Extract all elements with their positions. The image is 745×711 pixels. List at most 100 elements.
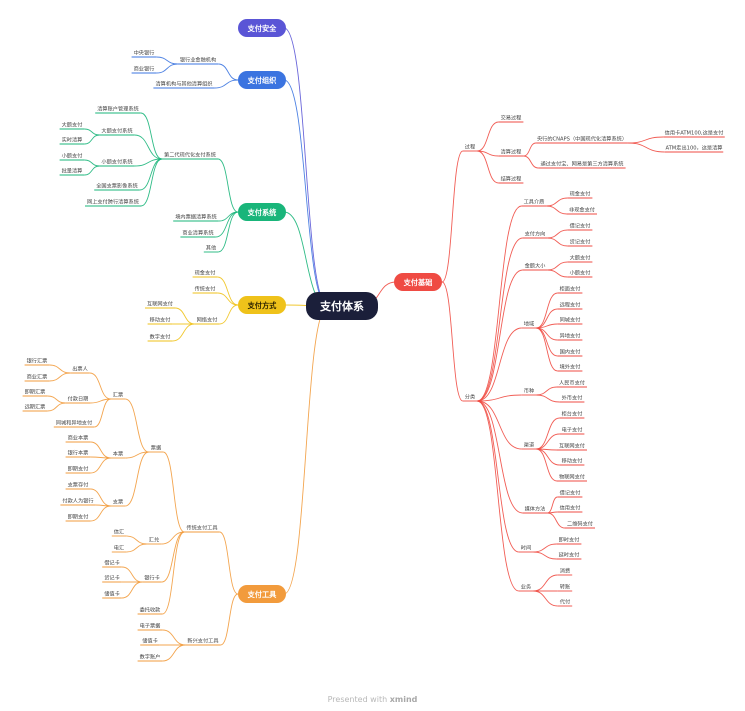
branch-system-1-2-1[interactable]: 大额支付 (59, 120, 85, 130)
branch-basic-2-6[interactable]: 渠道 (521, 440, 537, 450)
branch-tools-2-3[interactable]: 数字账户 (137, 652, 163, 662)
branch-tools-1-1-2-3[interactable]: 即期支付 (65, 464, 91, 474)
branch-basic-2-3-1[interactable]: 大额支付 (567, 253, 593, 263)
branch-basic-2-4-3[interactable]: 同城支付 (557, 315, 583, 325)
branch-tools-1-3[interactable]: 银行卡 (142, 573, 162, 583)
branch-basic-2-8-2[interactable]: 延时支付 (556, 550, 582, 560)
branch-tools-1-2-1[interactable]: 信汇 (111, 527, 127, 537)
branch-basic-2-4-6[interactable]: 境外支付 (557, 362, 583, 372)
branch-basic-2-9-1[interactable]: 消费 (557, 566, 573, 576)
branch-basic-2-1[interactable]: 工具介质 (521, 197, 547, 207)
branch-basic-2-4-2[interactable]: 远程支付 (557, 300, 583, 310)
branch-basic-2[interactable]: 分类 (462, 392, 478, 402)
branch-basic-2-6-5[interactable]: 物联网支付 (557, 472, 587, 482)
branch-tools-1-2-2[interactable]: 电汇 (111, 543, 127, 553)
branch-basic-2-9[interactable]: 业务 (518, 582, 534, 592)
branch-org-1[interactable]: 银行业金融机构 (177, 55, 219, 65)
branch-tools-1-3-3[interactable]: 储值卡 (102, 589, 122, 599)
branch-basic-2-7-1[interactable]: 借记支付 (557, 488, 583, 498)
branch-tools-1-1[interactable]: 票据 (148, 443, 164, 453)
branch-method-3[interactable]: 网络支付 (194, 315, 220, 325)
branch-org-1-2[interactable]: 商业银行 (131, 64, 157, 74)
branch-tools-1-1-1[interactable]: 汇票 (110, 390, 126, 400)
branch-tools-1-1-2-2[interactable]: 银行本票 (65, 448, 91, 458)
branch-basic-2-8-1[interactable]: 即时支付 (556, 535, 582, 545)
branch-basic-2-3[interactable]: 金额大小 (522, 261, 548, 271)
branch-tools-1[interactable]: 传统支付工具 (184, 523, 220, 533)
branch-basic-2-5-2[interactable]: 外币支付 (559, 393, 585, 403)
branch-basic-2-9-2[interactable]: 转账 (557, 582, 573, 592)
branch-system-1-2-2[interactable]: 实时清算 (59, 135, 85, 145)
branch-basic-1-2[interactable]: 清算过程 (498, 147, 524, 157)
branch-basic-2-3-2[interactable]: 小额支付 (567, 268, 593, 278)
branch-tools-2-2[interactable]: 储值卡 (140, 636, 160, 646)
branch-basic-2-6-4[interactable]: 移动支付 (559, 456, 585, 466)
branch-system-3[interactable]: 商业清算系统 (180, 228, 216, 238)
branch-basic-1[interactable]: 过程 (462, 142, 478, 152)
branch-basic-2-4-1[interactable]: 柜面支付 (557, 284, 583, 294)
branch-basic-2-4-4[interactable]: 异地支付 (557, 331, 583, 341)
branch-tools-2-1[interactable]: 电子票据 (137, 621, 163, 631)
branch-tools-1-1-2-1[interactable]: 商业本票 (65, 433, 91, 443)
branch-system-1-5[interactable]: 网上支付跨行清算系统 (85, 197, 141, 207)
branch-method-1[interactable]: 现金支付 (192, 268, 218, 278)
branch-tools-1-1-1-3[interactable]: 同城和异地支付 (53, 418, 95, 428)
branch-tools-1-4[interactable]: 委托收款 (137, 605, 163, 615)
branch-safety-node[interactable]: 支付安全 (238, 19, 286, 37)
branch-basic-2-4[interactable]: 地域 (521, 319, 537, 329)
branch-system-4[interactable]: 其他 (203, 243, 219, 253)
branch-tools-1-1-1-2[interactable]: 付款日期 (65, 394, 91, 404)
branch-system-1-3-1[interactable]: 小额支付 (59, 151, 85, 161)
branch-tools-1-1-3-2[interactable]: 付款人为银行 (60, 496, 96, 506)
branch-basic-2-5[interactable]: 币种 (521, 386, 537, 396)
branch-org-1-1[interactable]: 中央银行 (131, 48, 157, 58)
branch-basic-1-2-2[interactable]: 通过支付宝、网易是第三方清算系统 (538, 159, 626, 169)
branch-system-1-2[interactable]: 大额支付系统 (99, 126, 135, 136)
branch-method-node[interactable]: 支付方式 (238, 296, 286, 314)
branch-basic-2-9-3[interactable]: 代付 (557, 597, 573, 607)
branch-basic-2-7-2[interactable]: 信用支付 (557, 503, 583, 513)
branch-tools-2[interactable]: 新兴支付工具 (185, 636, 221, 646)
branch-basic-2-1-1[interactable]: 现金支付 (567, 189, 593, 199)
branch-system-1-3-2[interactable]: 批量清算 (59, 166, 85, 176)
branch-tools-1-2[interactable]: 汇兑 (146, 535, 162, 545)
branch-basic-node[interactable]: 支付基础 (394, 273, 442, 291)
branch-tools-1-1-3-3[interactable]: 即期支付 (65, 512, 91, 522)
branch-system-2[interactable]: 境内票据清算系统 (173, 212, 219, 222)
central-topic[interactable]: 支付体系 (306, 292, 378, 320)
branch-tools-1-1-1-1[interactable]: 出票人 (70, 364, 90, 374)
branch-method-3-2[interactable]: 移动支付 (147, 315, 173, 325)
branch-basic-2-2[interactable]: 支付方向 (522, 229, 548, 239)
branch-tools-1-1-2[interactable]: 本票 (110, 449, 126, 459)
branch-method-3-1[interactable]: 互联网支付 (145, 299, 175, 309)
branch-basic-1-1[interactable]: 交易过程 (498, 113, 524, 123)
branch-tools-1-1-1-2-1[interactable]: 即期汇票 (22, 387, 48, 397)
branch-org-2[interactable]: 清算机构与其他清算组织 (153, 79, 215, 89)
branch-tools-1-1-1-1-2[interactable]: 商业汇票 (24, 372, 50, 382)
branch-basic-2-8[interactable]: 时间 (518, 543, 534, 553)
branch-tools-1-3-1[interactable]: 借记卡 (102, 558, 122, 568)
branch-basic-1-3[interactable]: 结算过程 (498, 174, 524, 184)
branch-system-1-3[interactable]: 小额支付系统 (99, 157, 135, 167)
branch-basic-1-2-1-2[interactable]: ATM走出100，这是清算 (664, 143, 724, 153)
branch-tools-1-1-3[interactable]: 支票 (110, 497, 126, 507)
branch-basic-2-7[interactable]: 媒体方法 (522, 504, 548, 514)
branch-tools-1-1-3-1[interactable]: 支票存付 (65, 480, 91, 490)
branch-tools-1-3-2[interactable]: 贷记卡 (102, 573, 122, 583)
branch-basic-2-2-1[interactable]: 借记支付 (567, 221, 593, 231)
branch-method-3-3[interactable]: 数字支付 (147, 332, 173, 342)
branch-basic-2-6-2[interactable]: 电子支付 (559, 425, 585, 435)
branch-system-1-4[interactable]: 全国支票影像系统 (94, 181, 140, 191)
branch-system-node[interactable]: 支付系统 (238, 203, 286, 221)
branch-basic-2-2-2[interactable]: 贷记支付 (567, 237, 593, 247)
branch-basic-2-5-1[interactable]: 人民币支付 (557, 378, 587, 388)
branch-tools-node[interactable]: 支付工具 (238, 585, 286, 603)
branch-org-node[interactable]: 支付组织 (238, 71, 286, 89)
branch-basic-2-1-2[interactable]: 非现金支付 (567, 205, 597, 215)
branch-basic-1-2-1-1[interactable]: 信用卡ATM100,这是支付 (663, 128, 725, 138)
branch-system-1-1[interactable]: 清算账户管理系统 (95, 104, 141, 114)
branch-basic-1-2-1[interactable]: 央行的CNAPS（中国现代化清算系统） (536, 134, 628, 144)
branch-basic-2-6-3[interactable]: 互联网支付 (557, 441, 587, 451)
branch-basic-2-4-5[interactable]: 国内支付 (557, 347, 583, 357)
branch-basic-2-6-1[interactable]: 柜台支付 (559, 409, 585, 419)
